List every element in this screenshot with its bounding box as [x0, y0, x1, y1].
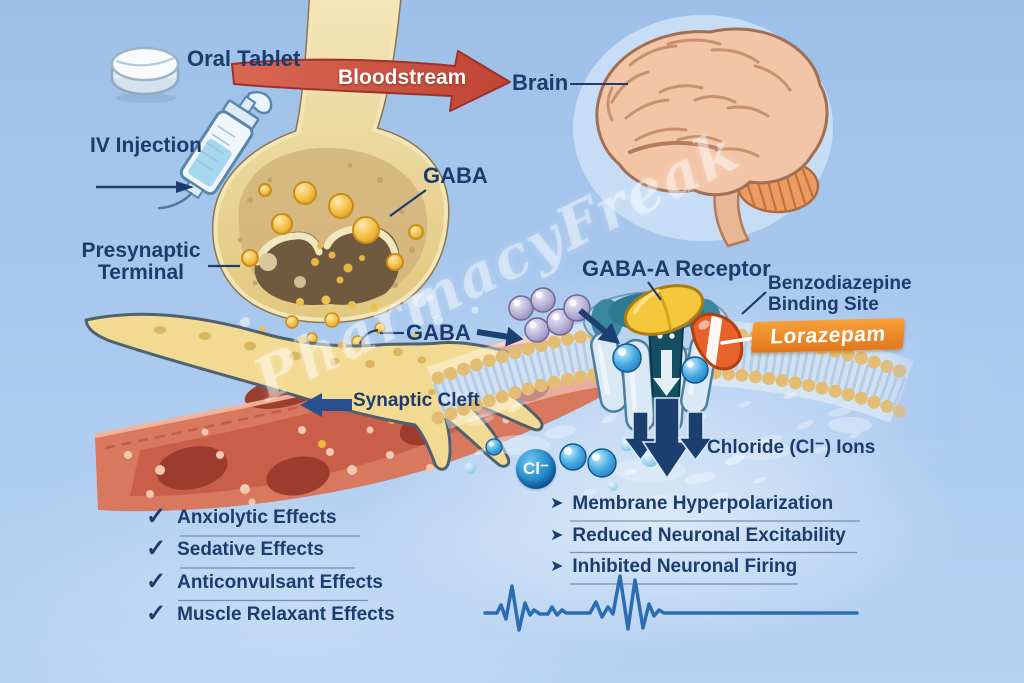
clinical-effect-label: Muscle Relaxant Effects: [177, 604, 395, 626]
downstream-effect-label: Inhibited Neuronal Firing: [572, 556, 798, 577]
check-icon: ✓: [146, 503, 167, 530]
ions-in-channel: [612, 343, 709, 384]
brainstem: [713, 178, 750, 248]
clinical-effect-row: ✓ Anticonvulsant Effects: [146, 567, 395, 602]
gaba-cleft-label: GABA: [406, 320, 471, 345]
gaba-a-receptor-label: GABA-A Receptor: [582, 256, 771, 281]
downstream-effect-row: ➤ Membrane Hyperpolarization: [550, 492, 846, 524]
lorazepam-banner: Lorazepam: [750, 317, 906, 354]
iv-syringe-icon: [157, 91, 273, 210]
chloride-influx-arrows: [622, 397, 714, 480]
clinical-effect-label: Sedative Effects: [177, 539, 324, 561]
neuronal-firing-waveform: [483, 574, 859, 632]
clinical-effect-row: ✓ Anxiolytic Effects: [146, 505, 395, 537]
synaptic-cleft-label: Synaptic Cleft: [353, 390, 480, 411]
iv-injection-label: IV Injection: [90, 134, 203, 157]
benzodiazepine-binding-site-label: Benzodiazepine Binding Site: [768, 273, 912, 316]
lorazepam-pointer-line: [720, 336, 756, 345]
brain-label: Brain: [512, 70, 569, 95]
arrow-bullet-icon: ➤: [550, 526, 564, 544]
brain-gyri: [606, 38, 792, 158]
clinical-effects-list: ✓ Anxiolytic Effects ✓ Sedative Effects …: [146, 505, 395, 635]
check-icon: ✓: [146, 535, 167, 563]
arrow-bullet-icon: ➤: [550, 495, 564, 512]
downstream-effect-row: ➤ Reduced Neuronal Excitability: [550, 524, 846, 556]
chloride-ions-label: Chloride (Cl⁻) Ions: [707, 437, 876, 458]
presynaptic-terminal-label: Presynaptic Terminal: [81, 239, 201, 285]
release-cavity: [254, 225, 400, 305]
oral-tablet-label: Oral Tablet: [187, 46, 301, 71]
check-icon: ✓: [146, 600, 167, 628]
chloride-ion-badge: Cl⁻: [516, 449, 556, 489]
bound-gaba-molecule: [623, 284, 705, 336]
synaptic-cleft-arrow-icon: [300, 393, 352, 417]
gaba-a-receptor-illustration: [583, 284, 756, 436]
gaba-vesicles: [241, 181, 424, 271]
gaba-flow-arrows: [476, 308, 620, 347]
check-icon: ✓: [146, 567, 167, 595]
clinical-effect-row: ✓ Sedative Effects: [146, 537, 395, 569]
downstream-effects-list: ➤ Membrane Hyperpolarization ➤ Reduced N…: [550, 492, 846, 587]
clinical-effect-row: ✓ Muscle Relaxant Effects: [146, 602, 395, 634]
cavity-vesicle-dots: [311, 243, 365, 284]
bouton-speckles: [237, 162, 415, 288]
channel-flow-arrow-icon: [653, 350, 680, 396]
downstream-effect-label: Reduced Neuronal Excitability: [572, 524, 846, 546]
brain-illustration: [573, 15, 833, 248]
iv-arrow-icon: [96, 181, 194, 193]
bloodstream-label: Bloodstream: [338, 66, 467, 89]
clinical-effect-label: Anxiolytic Effects: [177, 507, 337, 528]
oral-tablet-icon: [110, 46, 180, 103]
bloodstream-arrow: [231, 50, 511, 112]
gaba-vesicle-label: GABA: [423, 163, 488, 188]
downstream-effect-label: Membrane Hyperpolarization: [572, 493, 834, 514]
text-underlines: [178, 520, 860, 602]
clinical-effect-label: Anticonvulsant Effects: [177, 571, 383, 593]
gaba-molecules-cluster: [508, 287, 591, 343]
cerebrum: [595, 27, 829, 197]
presynaptic-terminal-illustration: [211, 0, 450, 324]
arrow-bullet-icon: ➤: [550, 558, 564, 575]
pointer-lines: [208, 83, 767, 345]
lorazepam-molecule: [690, 311, 744, 373]
downstream-effect-row: ➤ Inhibited Neuronal Firing: [550, 555, 846, 587]
